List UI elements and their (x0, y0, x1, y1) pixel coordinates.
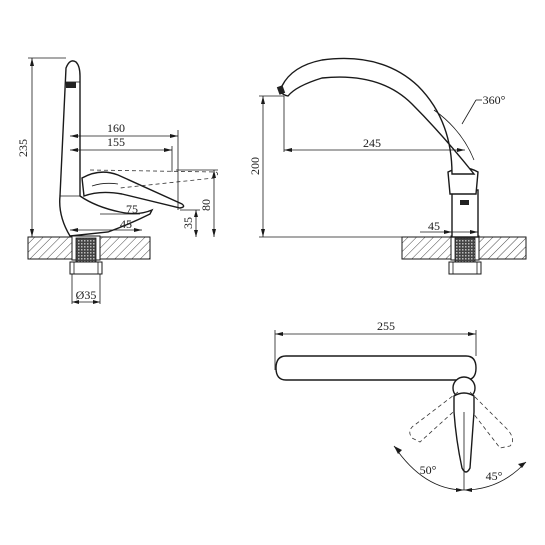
side-lever-height-dim: 80 (199, 199, 213, 211)
threaded-shank-left (75, 237, 97, 265)
faucet-body-front (451, 189, 479, 238)
side-lever-base-dim: 35 (181, 217, 195, 229)
top-right-angle-dim: 45° (486, 469, 503, 483)
front-height-dim: 200 (248, 157, 262, 175)
front-base-width-dim: 45 (428, 219, 440, 233)
faucet-body-side (59, 60, 154, 237)
side-reach-dim: 160 (107, 121, 125, 135)
side-lever-offset-dim: 75 (126, 202, 138, 216)
rotation-angle-dim: 360° (483, 93, 506, 107)
spout-arch (280, 57, 476, 175)
side-pipe-diameter-dim: Ø35 (76, 288, 97, 302)
side-base-width-dim: 45 (120, 217, 132, 231)
front-reach-dim: 245 (363, 136, 381, 150)
threaded-shank-right (454, 237, 476, 265)
supply-nut-left (69, 261, 103, 275)
front-view: 360° 200 245 45 (248, 57, 527, 275)
spout-top (275, 355, 477, 381)
supply-nut-right (448, 261, 482, 275)
lever-side (81, 171, 185, 209)
top-length-dim: 255 (377, 319, 395, 333)
top-view: 255 50° 45° (274, 319, 527, 492)
side-height-dim: 235 (16, 139, 30, 157)
lever-top-alt-right (465, 391, 513, 449)
top-left-angle-dim: 50° (420, 463, 437, 477)
side-view: 235 160 155 80 35 75 45 (16, 57, 218, 304)
side-lever-reach-dim: 155 (107, 135, 125, 149)
